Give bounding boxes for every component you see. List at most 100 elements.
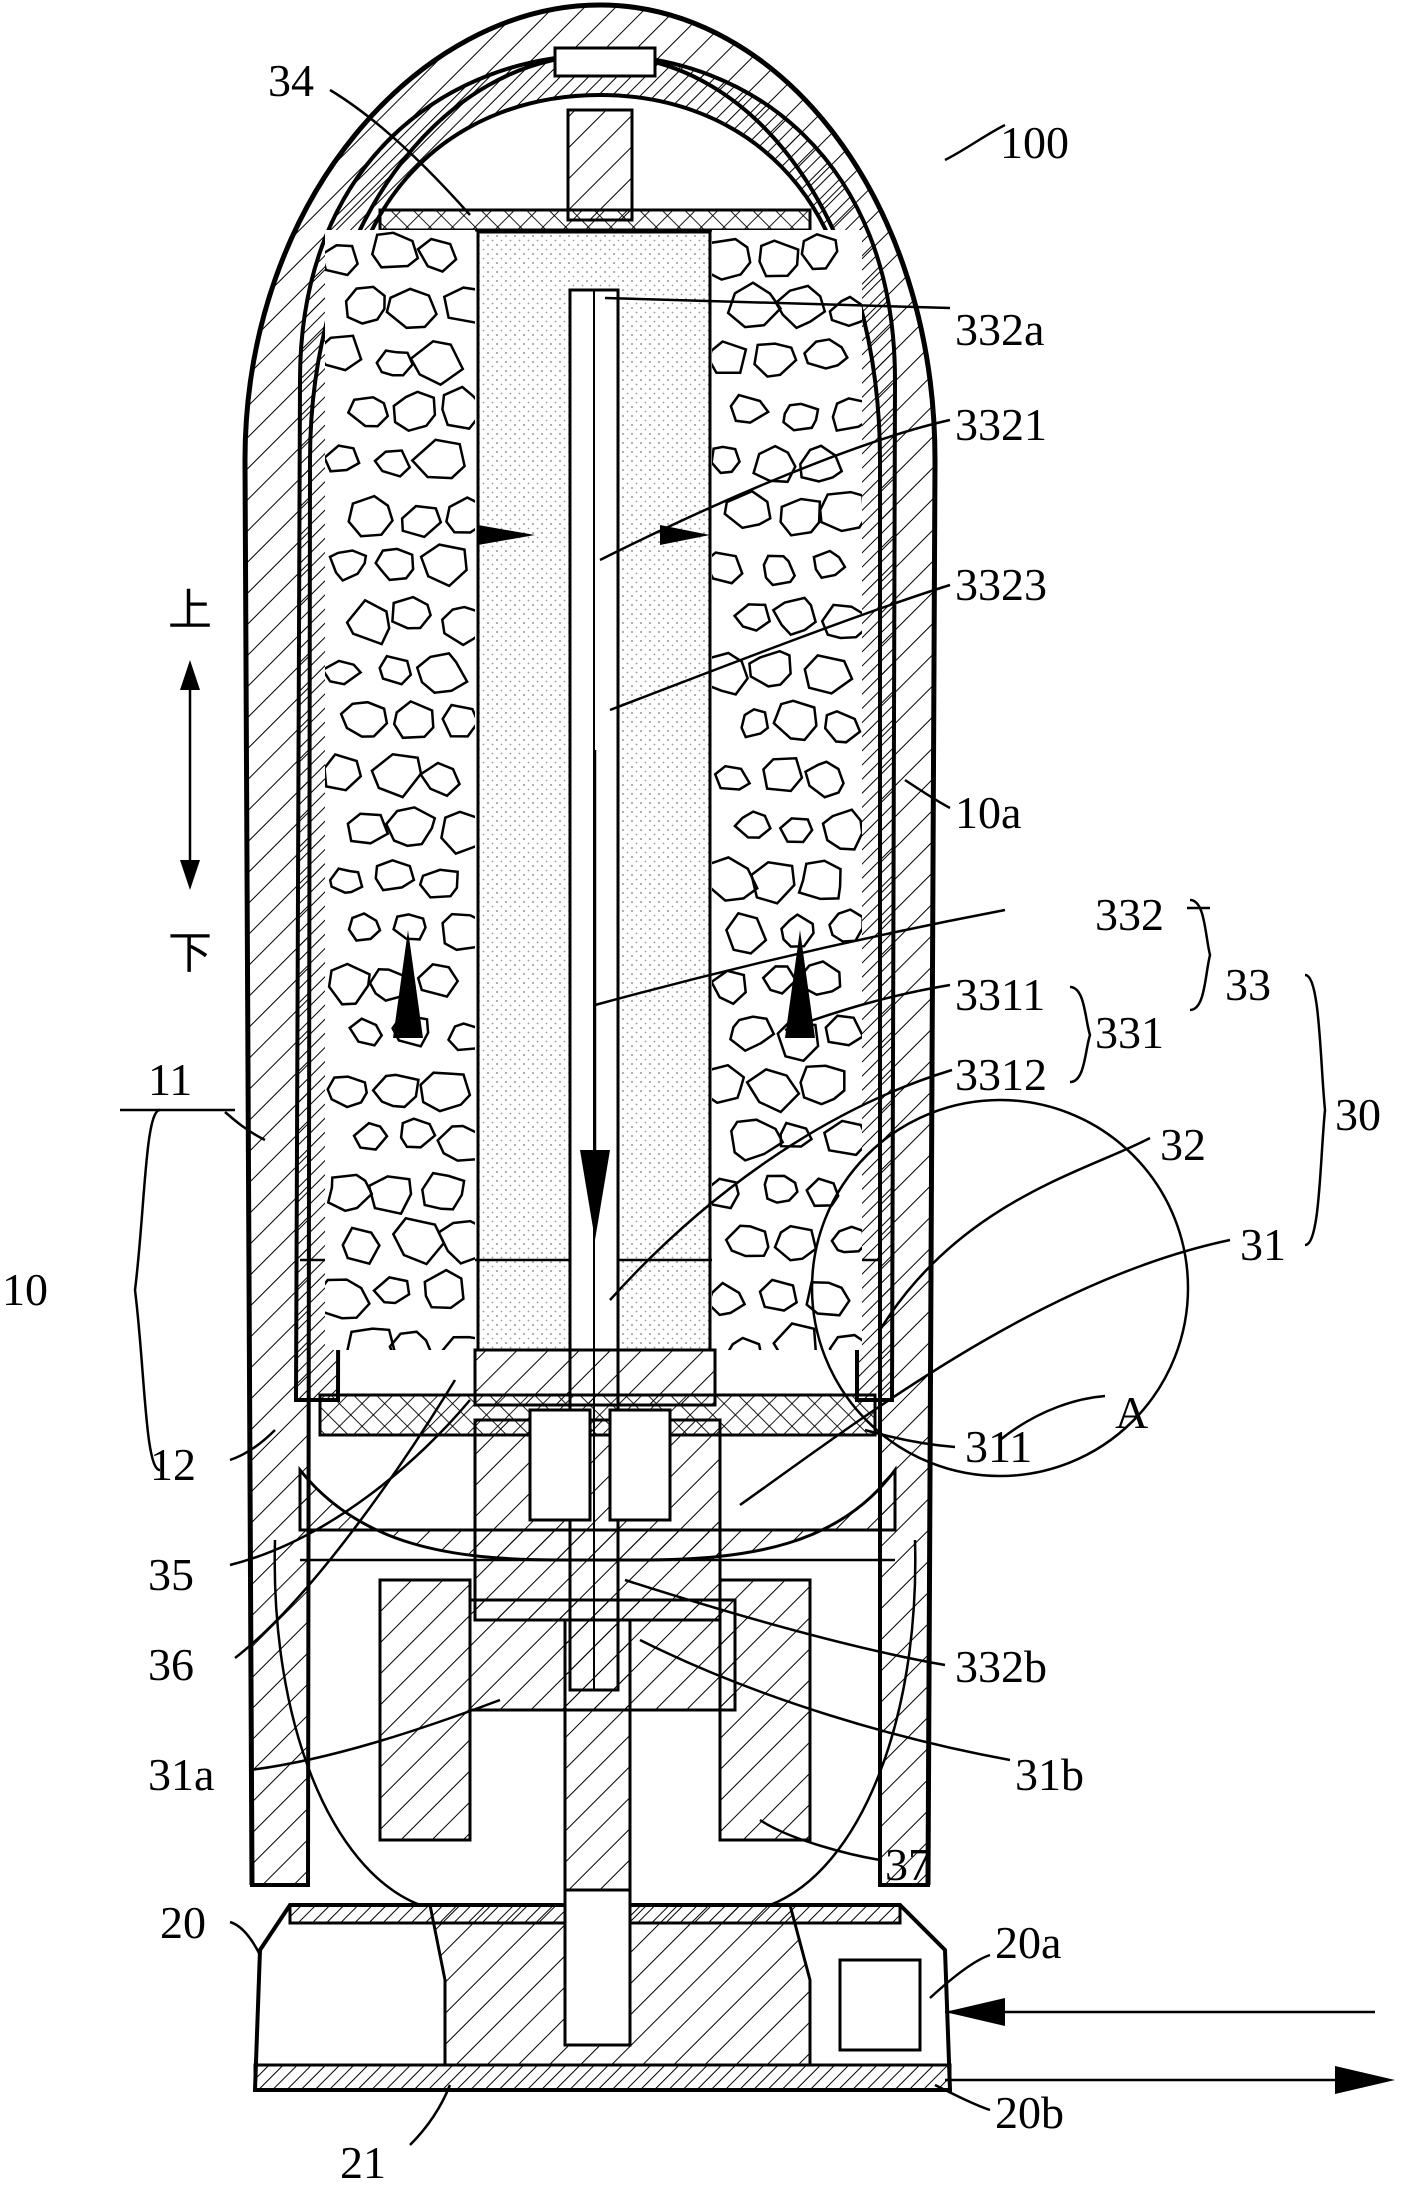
label-31: 31 [1240,1219,1286,1270]
granule [712,445,741,475]
granule [773,1224,818,1262]
granule [712,340,748,375]
label-34: 34 [268,55,314,106]
granule [341,1226,381,1266]
granule [419,1071,472,1113]
granule [712,856,759,902]
label-12: 12 [150,1439,196,1490]
granule [392,913,427,941]
label-20b: 20b [995,2087,1064,2138]
granule [830,1225,862,1254]
granule [400,504,443,539]
granule [388,1330,432,1350]
granule [416,962,460,999]
granule [420,1171,466,1211]
granule [723,489,772,530]
label-20: 20 [160,1897,206,1948]
granule [726,281,783,329]
granule [373,449,412,478]
granule [368,968,409,1002]
label-36: 36 [148,1639,194,1690]
label-37: 37 [885,1839,931,1890]
granule [447,1022,475,1052]
granule [762,757,804,793]
granule [828,295,862,328]
granule [437,1219,475,1265]
granule [732,603,772,632]
granule [778,817,814,844]
granule [374,547,415,582]
granule [797,859,842,901]
label-3311: 3311 [955,969,1045,1020]
label-3323: 3323 [955,559,1047,610]
granule [325,752,363,792]
granule [325,659,363,686]
granule [418,868,460,899]
granule [384,806,437,848]
granule [392,390,437,433]
granule [831,397,862,433]
granule [328,867,364,894]
granule [410,438,466,480]
granule [828,1333,862,1350]
granule [820,603,862,640]
granule [724,1224,770,1258]
granule [436,1124,475,1162]
granule [812,549,847,580]
base [252,1888,1395,2094]
granule [803,654,854,695]
reference-labels: 34 100 332a 3321 3323 10a 332 33 3311 33… [2,55,1381,2188]
granule [391,595,432,630]
label-11: 11 [148,1054,192,1105]
granule [727,1336,762,1350]
granule [440,810,475,856]
inner-tank [293,52,898,1402]
label-32: 32 [1160,1119,1206,1170]
label-31b: 31b [1015,1749,1084,1800]
granule [391,1013,430,1048]
granule [762,554,797,587]
granule [346,1327,396,1350]
label-100: 100 [1000,117,1069,168]
granule [776,1022,820,1063]
granule [779,1121,814,1148]
granule [803,338,849,370]
lower-structure [273,1348,917,1907]
granule [345,598,391,646]
granule [419,543,468,588]
label-up: 上 [168,585,212,636]
label-21: 21 [340,2137,386,2188]
granule-chamber-right [712,230,862,1350]
brackets [133,898,1327,1472]
granule [782,402,820,432]
granule [423,1268,465,1310]
granule [416,237,458,274]
granule [824,1014,862,1047]
label-10a: 10a [955,787,1021,838]
granule [712,969,748,1006]
label-331: 331 [1095,1007,1164,1058]
granule [800,232,839,271]
granule [779,497,822,537]
granule [712,1281,747,1317]
granule [348,1017,384,1047]
granule [326,1173,374,1213]
granule [344,285,386,325]
granule [752,444,797,484]
granule [821,808,862,851]
granule [441,703,475,738]
granule [399,1117,437,1149]
granule [772,699,818,742]
granule [761,965,798,995]
granule [409,339,465,387]
granule [750,860,796,905]
granule [712,651,749,696]
granule [758,1278,799,1312]
granule [712,551,744,585]
granule [325,444,361,473]
granule [713,764,752,791]
granule [371,1073,420,1109]
leader-lines [120,88,1231,2146]
